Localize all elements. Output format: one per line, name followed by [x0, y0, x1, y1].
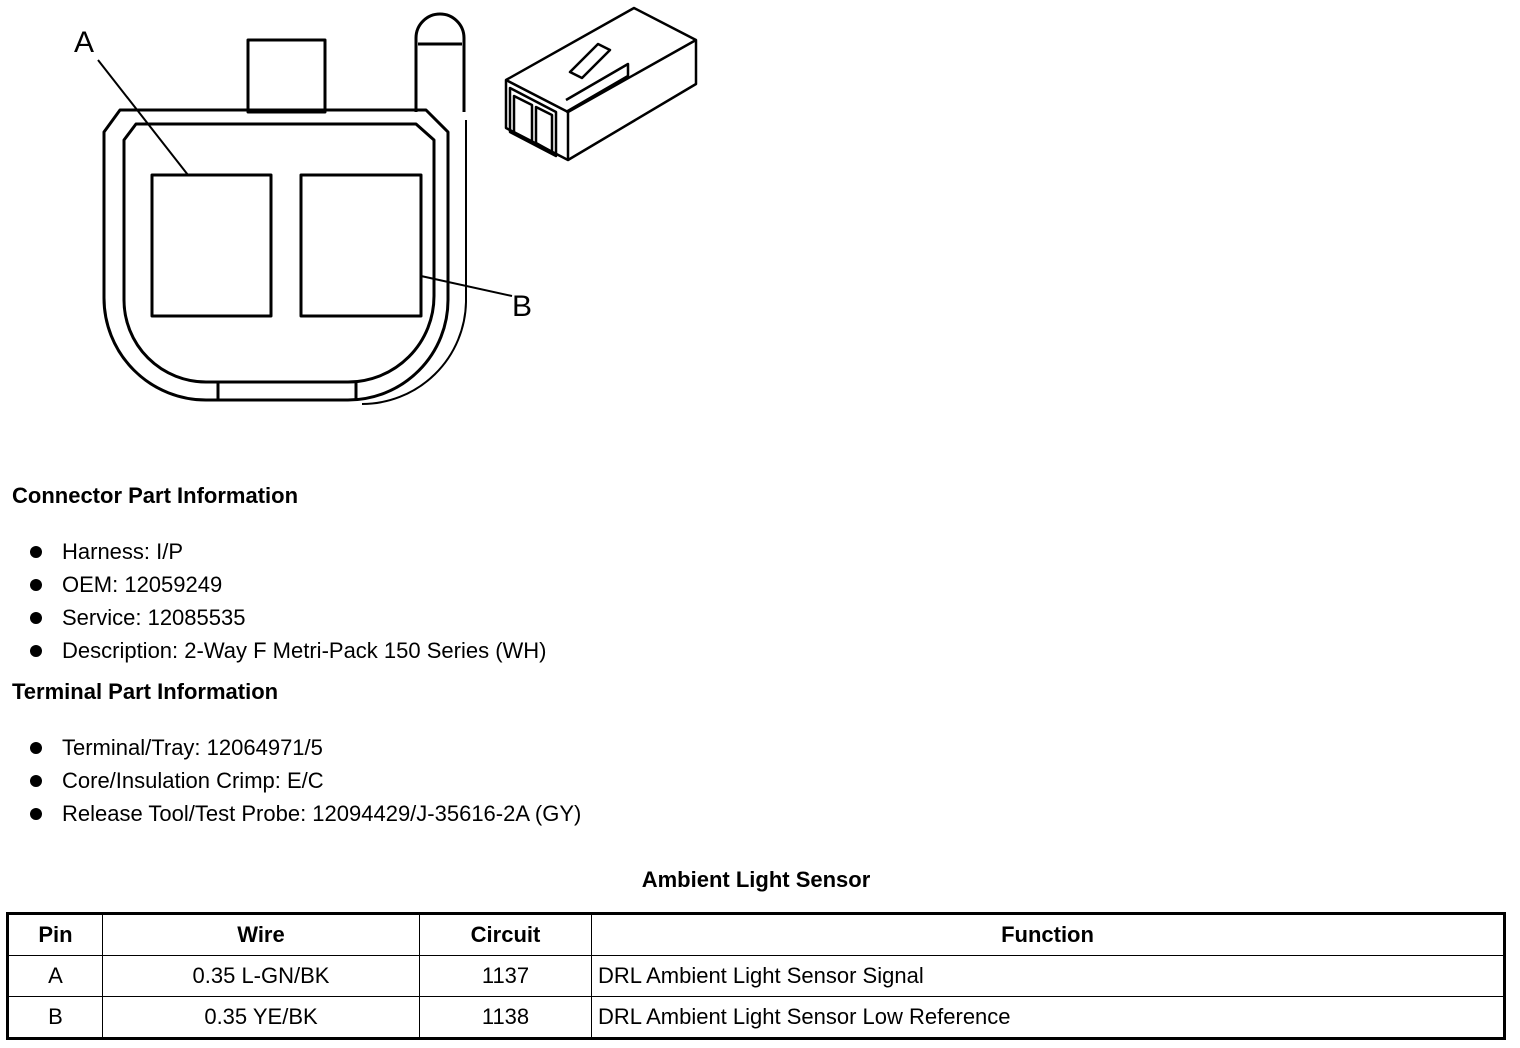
pin-table-title: Ambient Light Sensor: [641, 867, 871, 892]
table-row: B 0.35 YE/BK 1138 DRL Ambient Light Sens…: [7, 996, 1505, 1039]
cell-function: DRL Ambient Light Sensor Signal: [591, 955, 1505, 997]
header-pin: Pin: [7, 913, 103, 956]
header-circuit: Circuit: [419, 913, 592, 956]
cell-circuit: 1137: [419, 955, 592, 997]
pin-table: Pin Wire Circuit Function A 0.35 L-GN/BK…: [6, 912, 1506, 1040]
list-item: Release Tool/Test Probe: 12094429/J-3561…: [24, 797, 581, 830]
header-function: Function: [591, 913, 1505, 956]
leader-line-b: [420, 275, 513, 297]
pin-label-b: B: [512, 290, 532, 323]
table-row: A 0.35 L-GN/BK 1137 DRL Ambient Light Se…: [7, 955, 1505, 997]
cavity-a: [150, 173, 273, 318]
cell-pin: A: [7, 955, 103, 997]
list-item: Description: 2-Way F Metri-Pack 150 Seri…: [24, 634, 547, 667]
leader-line-a: [97, 59, 189, 176]
connector-info-heading: Connector Part Information: [12, 483, 299, 508]
connector-face-svg: A B: [74, 6, 698, 405]
list-item: Harness: I/P: [24, 535, 547, 568]
list-item: OEM: 12059249: [24, 568, 547, 601]
terminal-info-list: Terminal/Tray: 12064971/5 Core/Insulatio…: [24, 731, 581, 830]
cavity-b: [299, 173, 423, 318]
connector-diagram: A B: [0, 0, 720, 420]
connector-info-list: Harness: I/P OEM: 12059249 Service: 1208…: [24, 535, 547, 667]
cell-function: DRL Ambient Light Sensor Low Reference: [591, 996, 1505, 1039]
latch-post: [414, 12, 466, 112]
connector-body-inner: [122, 122, 436, 384]
pin-label-a: A: [74, 26, 94, 59]
cell-pin: B: [7, 996, 103, 1039]
connector-isometric-view: [504, 6, 698, 162]
list-item: Core/Insulation Crimp: E/C: [24, 764, 581, 797]
table-header-row: Pin Wire Circuit Function: [7, 913, 1505, 956]
cell-wire: 0.35 L-GN/BK: [102, 955, 420, 997]
cell-wire: 0.35 YE/BK: [102, 996, 420, 1039]
list-item: Terminal/Tray: 12064971/5: [24, 731, 581, 764]
locking-tab: [246, 38, 327, 114]
connector-body-outer: [102, 108, 450, 402]
terminal-info-heading: Terminal Part Information: [12, 679, 279, 704]
list-item: Service: 12085535: [24, 601, 547, 634]
header-wire: Wire: [102, 913, 420, 956]
cell-circuit: 1138: [419, 996, 592, 1039]
